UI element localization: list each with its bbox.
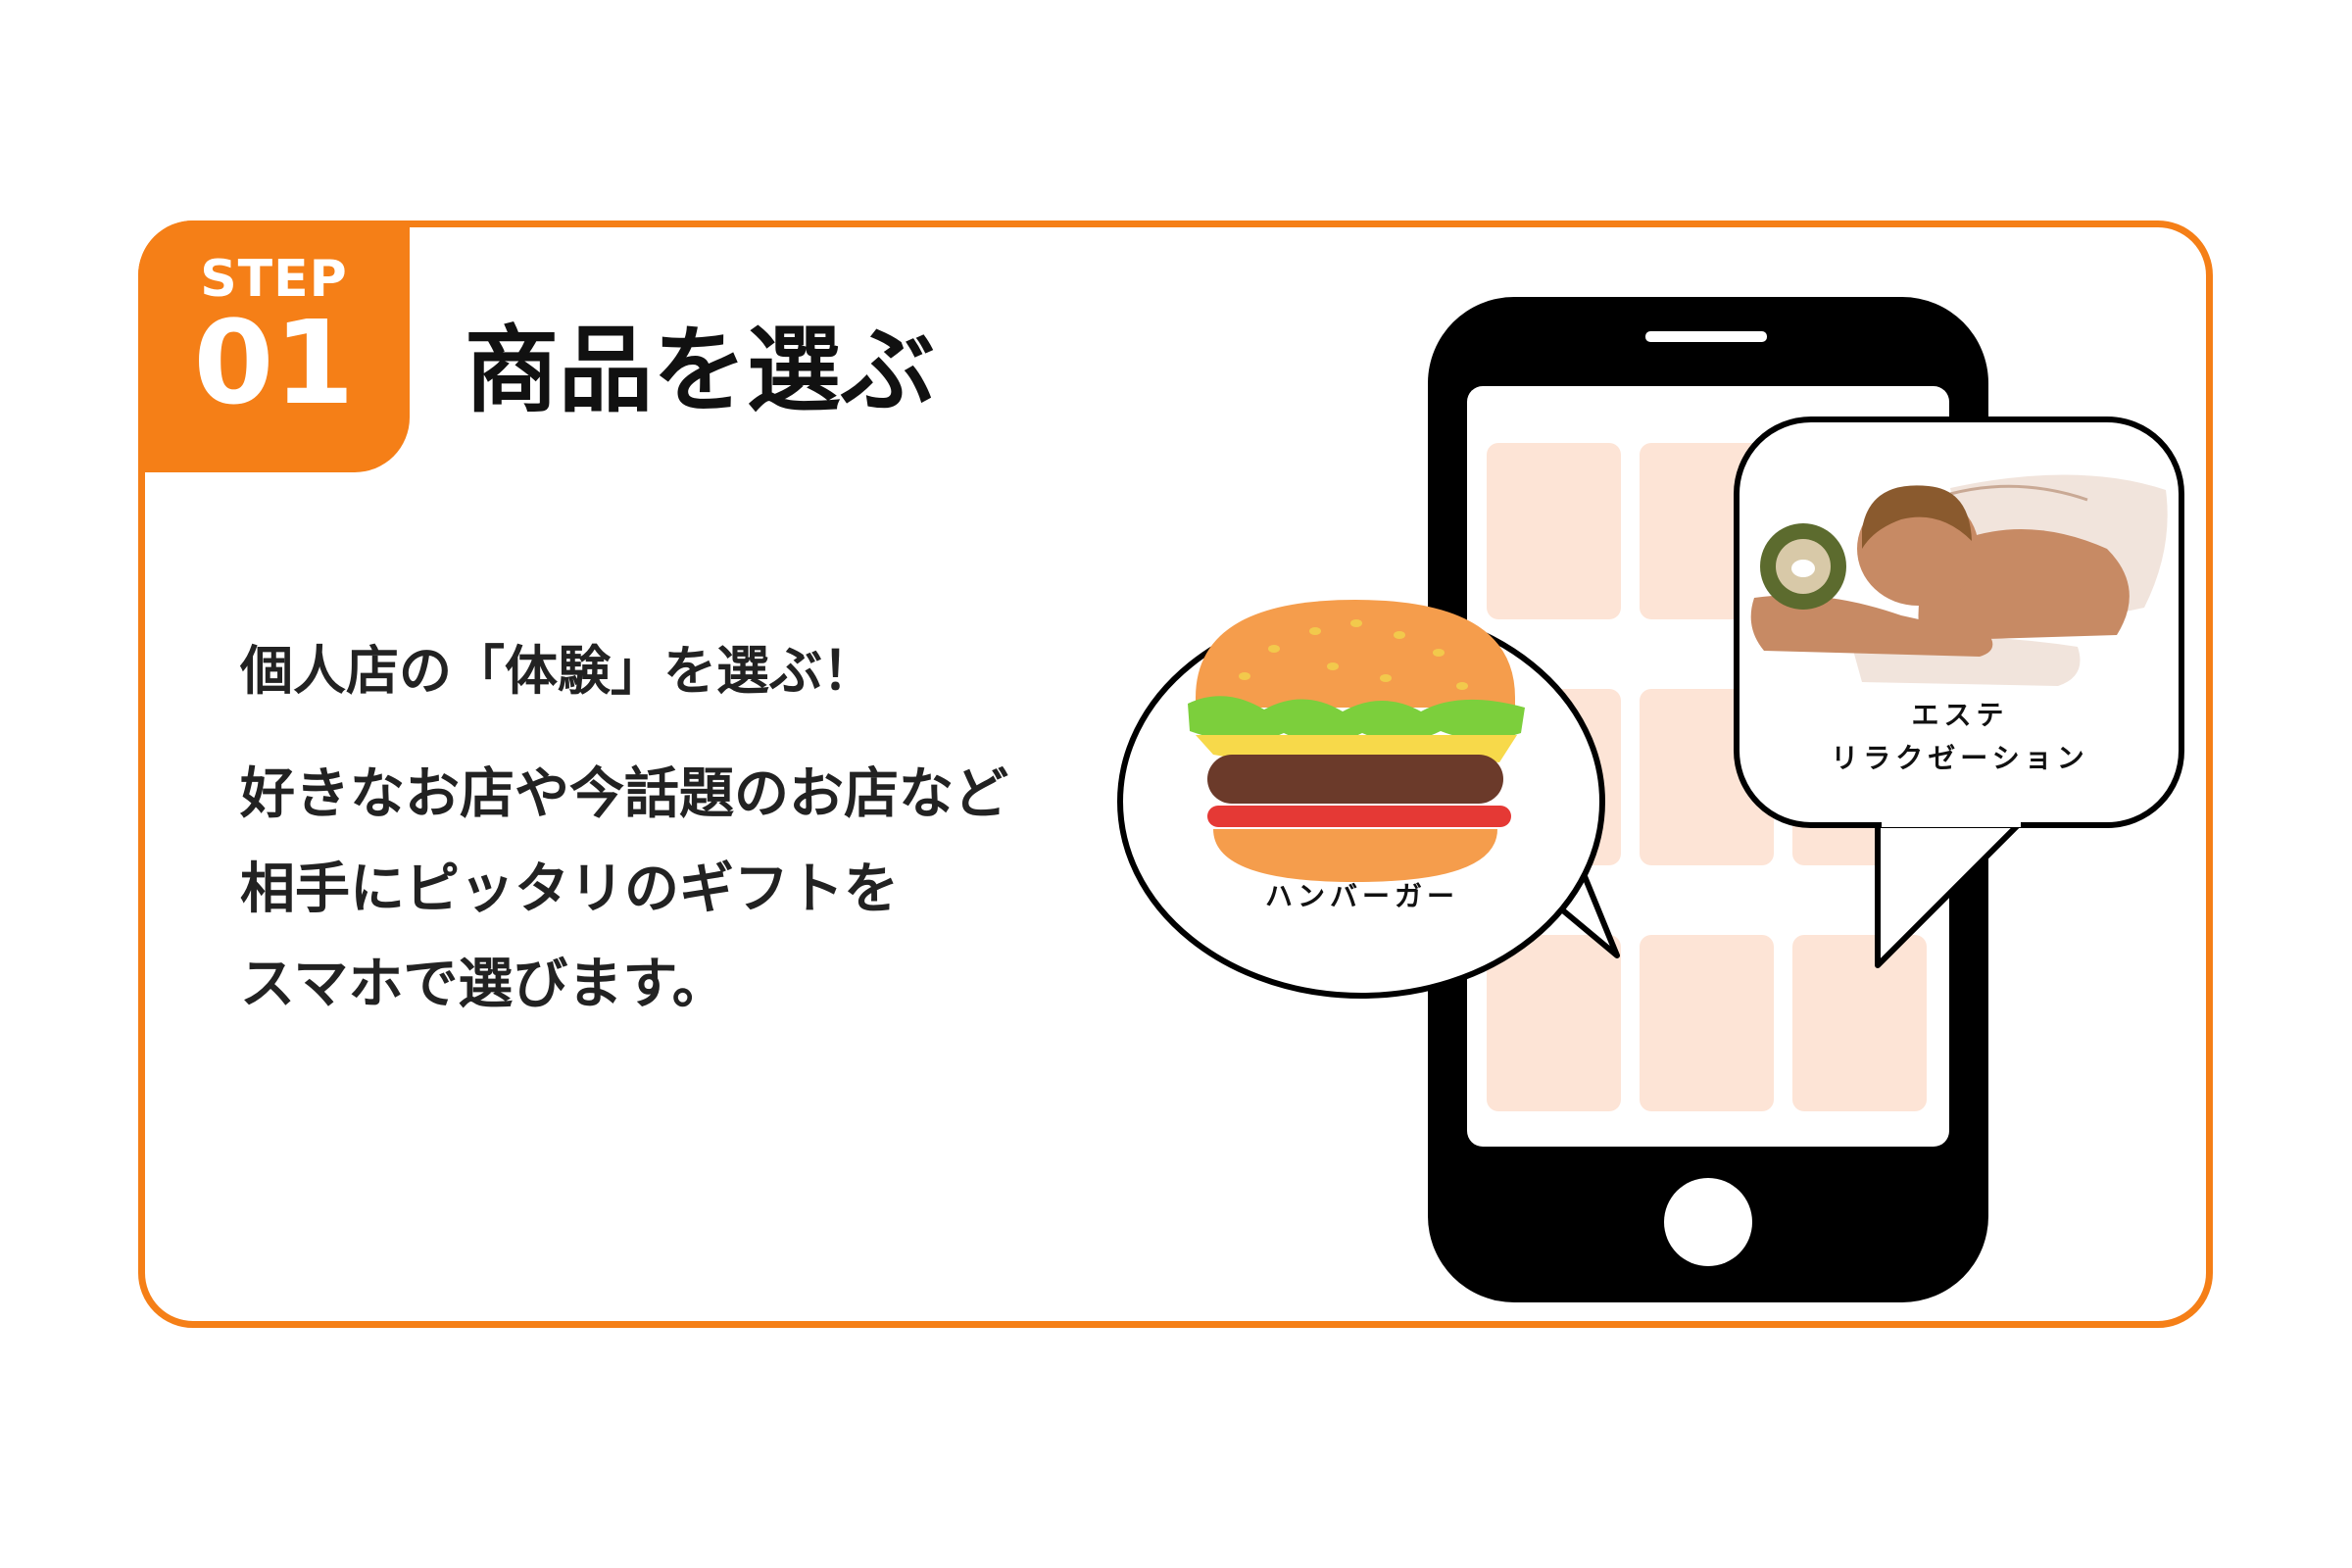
description-line-2: 相手にピッタリのギフトを	[240, 858, 899, 921]
hamburger-icon	[1188, 600, 1525, 882]
step-badge: STEP 01	[138, 220, 410, 472]
product-tile	[1792, 935, 1927, 1111]
hamburger-label: ハンバーガー	[1264, 880, 1459, 912]
product-tile	[1487, 443, 1621, 619]
step-label: STEP	[200, 250, 348, 309]
lead-text: 個人店の「体験」を選ぶ！	[240, 640, 875, 702]
phone-home-button	[1664, 1178, 1752, 1266]
step-number: 01	[193, 295, 355, 430]
product-tile	[1487, 935, 1621, 1111]
spa-massage-icon	[1750, 474, 2168, 686]
phone-speaker	[1645, 331, 1767, 342]
spa-label-line-1: エステ	[1911, 699, 2009, 731]
description-line-3: スマホで選びます。	[240, 953, 727, 1016]
step-title: 商品を選ぶ	[465, 316, 935, 425]
product-tile	[1640, 935, 1774, 1111]
description-line-1: 好きなお店や今話題のお店など	[240, 762, 1008, 826]
description-text: 好きなお店や今話題のお店など 相手にピッタリのギフトを スマホで選びます。	[240, 747, 1008, 1032]
spa-label-line-2: リラクゼーション	[1831, 742, 2089, 774]
